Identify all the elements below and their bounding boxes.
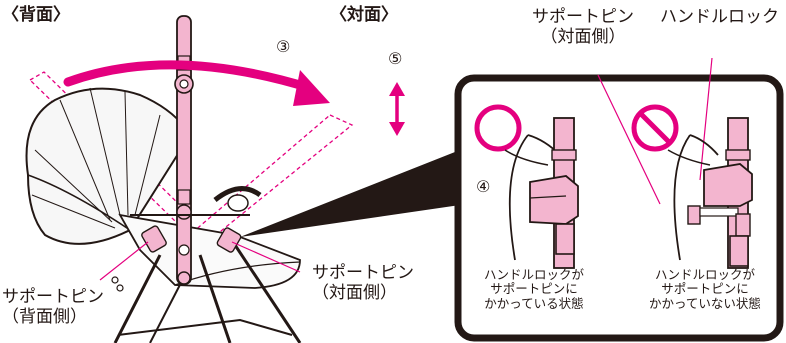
caption-correct: ハンドルロックが サポートピンに かかっている状態	[483, 267, 584, 311]
frame-leg-1	[113, 254, 162, 343]
frame-leg-2	[198, 254, 232, 343]
step-5-label: ⑤	[388, 49, 403, 68]
back-position-label: 〈背面〉	[2, 5, 70, 25]
step-3-label: ③	[276, 37, 291, 56]
caption-wrong: ハンドルロックが サポートピンに かかっていない状態	[649, 267, 761, 311]
canopy	[25, 87, 192, 245]
leader-support-pin-back	[99, 241, 149, 281]
seat	[118, 213, 301, 289]
bumper-bar	[213, 186, 262, 202]
leader-support-pin-front	[231, 241, 301, 273]
up-down-arrow	[389, 82, 405, 136]
handle-lock-label: ハンドルロック	[660, 7, 779, 27]
front-position-label: 〈対面〉	[330, 5, 398, 25]
exposed-support-pin	[687, 205, 701, 225]
leader-support-pin	[597, 74, 661, 205]
support-pin-front-top-label: サポートピン （対面側）	[532, 7, 634, 47]
handle-bar	[174, 15, 194, 285]
step-4-label: ④	[476, 177, 491, 196]
support-pin-front-right-label: サポートピン （対面側）	[312, 263, 414, 303]
wrong-panel	[631, 104, 753, 269]
frame-leg-4	[149, 274, 186, 343]
prohibited-icon	[631, 104, 679, 152]
circle-ok-icon	[474, 104, 522, 152]
rotation-arrowhead	[293, 70, 330, 106]
callout-wedge	[240, 150, 460, 237]
stroller-illustration	[25, 15, 354, 343]
frame-leg-3	[233, 244, 302, 343]
leader-handle-lock	[699, 57, 713, 181]
support-pin-back-label: サポートピン （背面側）	[2, 287, 104, 327]
detail-box	[454, 74, 784, 342]
rotation-arrow	[63, 60, 315, 93]
correct-panel	[474, 104, 579, 269]
